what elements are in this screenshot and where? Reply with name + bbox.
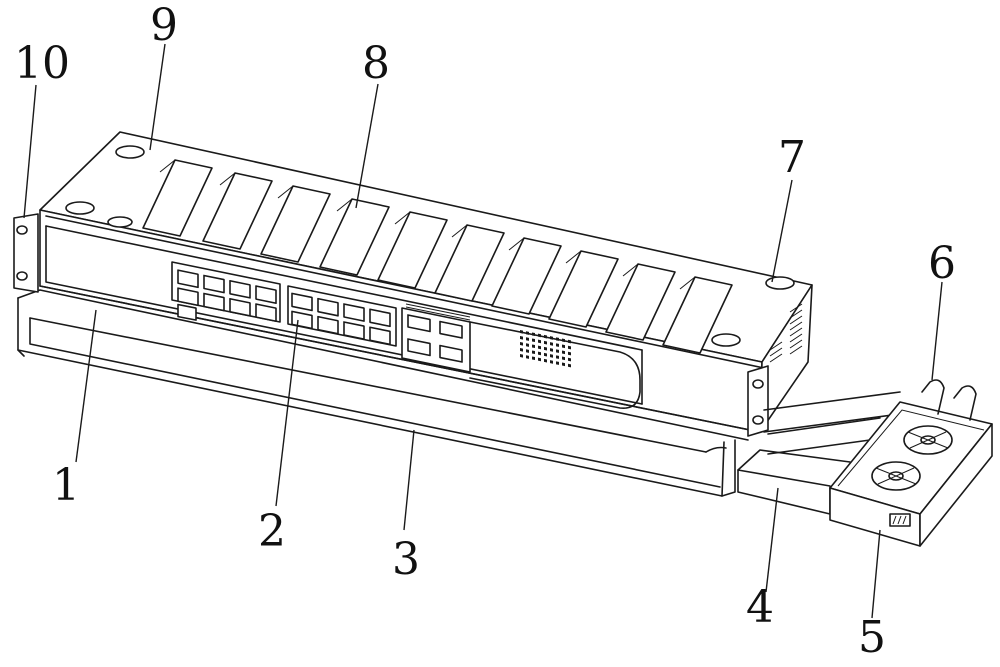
callout-5: 5 (858, 612, 886, 662)
callout-6: 6 (928, 238, 956, 289)
side-vent-grille (769, 303, 803, 363)
fan-box-connector (889, 513, 911, 527)
front-brand-mark (405, 303, 471, 321)
mounting-ear-left (13, 213, 39, 293)
leader-9 (149, 43, 166, 151)
callout-7: 7 (778, 132, 806, 183)
fan-top (903, 425, 953, 455)
cable-pipes (737, 391, 901, 515)
leader-4 (765, 487, 779, 593)
callout-8: 8 (362, 38, 390, 89)
fan-bottom (871, 461, 921, 491)
leader-1 (75, 309, 97, 463)
leader-6 (931, 281, 943, 381)
leader-5 (871, 529, 881, 619)
top-vent-slots (142, 159, 733, 354)
indicator-panel (469, 321, 641, 409)
leader-lines (23, 43, 943, 619)
leader-3 (403, 429, 415, 531)
mounting-ear-right (747, 365, 769, 437)
fan-exhaust-tubes (921, 379, 977, 421)
cable-tray (17, 289, 749, 497)
callout-3: 3 (392, 534, 420, 585)
top-holes (65, 145, 795, 347)
leader-2 (275, 319, 299, 507)
callout-labels: 10 9 8 7 6 1 2 3 4 5 (14, 0, 956, 663)
callout-9: 9 (150, 0, 178, 51)
ethernet-port-block-right (287, 285, 397, 347)
leader-8 (355, 83, 379, 209)
callout-4: 4 (746, 582, 774, 633)
sfp-ports (401, 307, 471, 373)
leader-7 (771, 179, 793, 283)
led-matrix (520, 330, 571, 368)
callout-1: 1 (52, 460, 80, 511)
fan-box (829, 379, 993, 547)
leader-10 (23, 84, 37, 219)
ethernet-port-block-left (171, 261, 281, 323)
callout-10: 10 (14, 38, 70, 89)
callout-2: 2 (258, 506, 286, 557)
